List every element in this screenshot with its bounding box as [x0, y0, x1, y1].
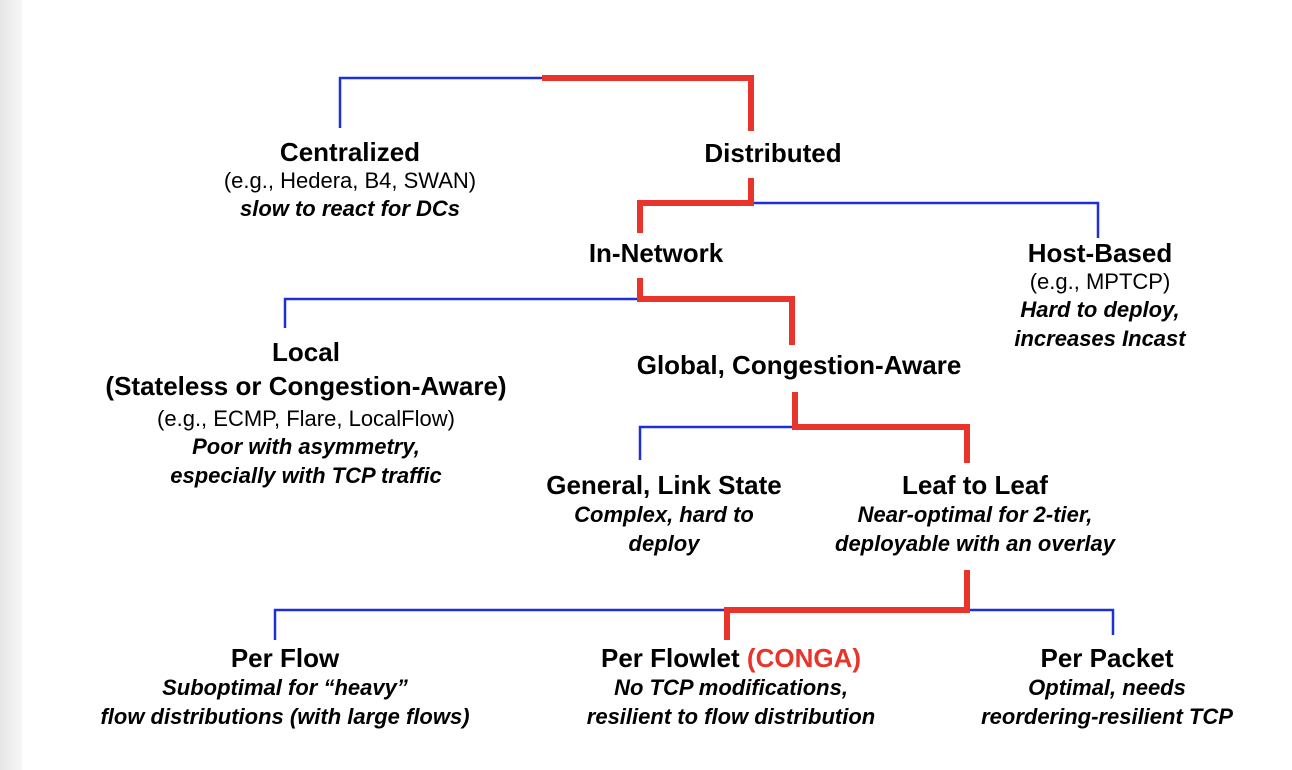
- node-example: (e.g., MPTCP): [1029, 269, 1171, 294]
- node-general-link-state: General, Link State Complex, hard to dep…: [546, 470, 782, 558]
- highlight-global-to-leaf: [792, 392, 970, 463]
- node-subtitle: (Stateless or Congestion-Aware): [105, 371, 507, 401]
- node-title: In-Network: [588, 238, 724, 268]
- node-leaf-to-leaf: Leaf to Leaf Near-optimal for 2-tier, de…: [835, 470, 1115, 558]
- node-desc: deployable with an overlay: [835, 531, 1115, 556]
- node-distributed: Distributed: [704, 138, 841, 168]
- connector-leaf-to-per-packet: [967, 608, 1115, 635]
- node-desc: deploy: [628, 531, 700, 556]
- node-title-row: Per Flowlet (CONGA): [587, 643, 875, 673]
- node-desc: especially with TCP traffic: [170, 463, 442, 488]
- node-title: General, Link State: [546, 470, 782, 500]
- connector-global-to-general: [638, 425, 795, 460]
- highlight-in-network-to-global: [637, 278, 795, 345]
- node-per-flow: Per Flow Suboptimal for “heavy” flow dis…: [100, 643, 469, 731]
- connector-root-to-centralized: [338, 76, 545, 128]
- conga-label: (CONGA): [746, 643, 862, 673]
- node-title: Distributed: [704, 138, 842, 168]
- node-example: (e.g., Hedera, B4, SWAN): [223, 168, 477, 193]
- connector-in-network-to-local: [283, 297, 640, 328]
- node-desc: Poor with asymmetry,: [192, 434, 420, 459]
- node-centralized: Centralized (e.g., Hedera, B4, SWAN) slo…: [224, 137, 476, 223]
- node-desc: reordering-resilient TCP: [981, 704, 1233, 729]
- node-desc: Suboptimal for “heavy”: [162, 675, 408, 700]
- node-desc: resilient to flow distribution: [586, 704, 876, 729]
- node-example: (e.g., ECMP, Flare, LocalFlow): [157, 406, 455, 431]
- node-per-packet: Per Packet Optimal, needs reordering-res…: [981, 643, 1233, 731]
- highlight-leaf-to-flowlet: [724, 570, 970, 640]
- node-desc: Optimal, needs: [1028, 675, 1186, 700]
- node-title: Local: [272, 337, 340, 367]
- node-desc: slow to react for DCs: [239, 196, 461, 221]
- highlight-distributed-to-in-network: [637, 178, 754, 233]
- node-title: Per Flowlet: [600, 643, 740, 673]
- node-title: Host-Based: [1027, 238, 1173, 268]
- node-title: Global, Congestion-Aware: [636, 350, 962, 380]
- highlight-root-to-distributed: [542, 75, 754, 131]
- node-local: Local (Stateless or Congestion-Aware) (e…: [105, 337, 506, 490]
- slide-left-edge: [0, 0, 22, 770]
- node-title: Per Packet: [1040, 643, 1174, 673]
- node-desc: flow distributions (with large flows): [100, 704, 470, 729]
- node-desc: increases Incast: [1014, 326, 1186, 351]
- node-desc: Hard to deploy,: [1020, 297, 1180, 322]
- node-host-based: Host-Based (e.g., MPTCP) Hard to deploy,…: [1014, 238, 1185, 353]
- node-title: Per Flow: [230, 643, 340, 673]
- node-title: Centralized: [279, 137, 421, 167]
- connector-leaf-to-per-flow: [273, 608, 727, 640]
- node-in-network: In-Network: [589, 238, 723, 268]
- node-title: Leaf to Leaf: [902, 470, 1048, 500]
- node-desc: Complex, hard to: [574, 502, 754, 527]
- node-desc: Near-optimal for 2-tier,: [857, 502, 1093, 527]
- connector-distributed-to-host-based: [750, 201, 1100, 238]
- node-desc: No TCP modifications,: [614, 675, 848, 700]
- node-global-congestion-aware: Global, Congestion-Aware: [637, 350, 962, 380]
- node-per-flowlet: Per Flowlet (CONGA) No TCP modifications…: [587, 643, 875, 731]
